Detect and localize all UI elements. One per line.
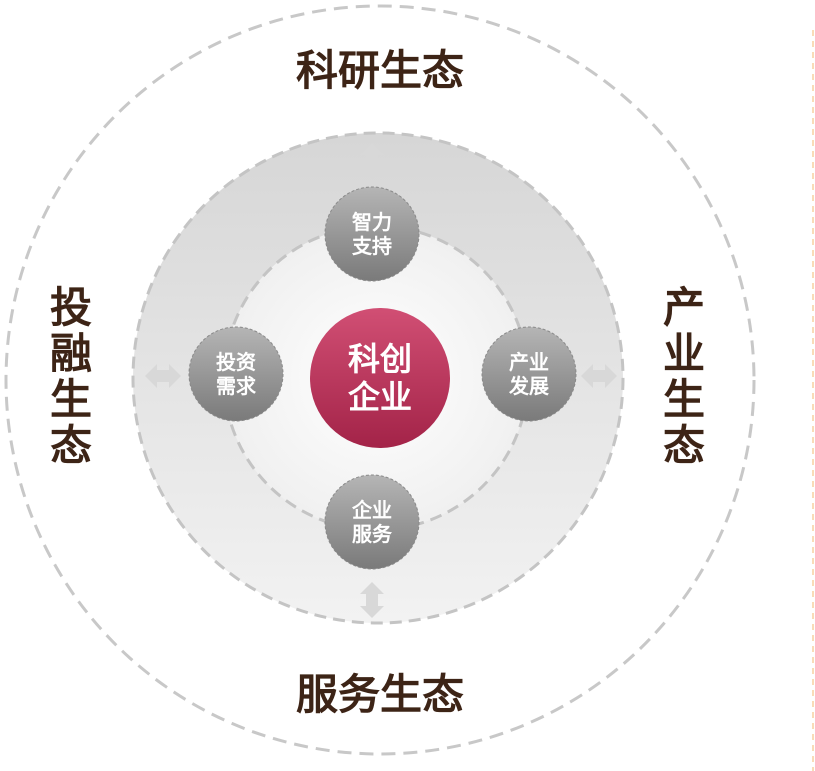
node-label: 智力支持 [352, 210, 392, 258]
node-label: 企业服务 [352, 498, 392, 546]
node-label: 投资需求 [216, 350, 256, 398]
center-node: 科创企业 [310, 308, 450, 448]
arrows [145, 143, 617, 618]
label-research-ecosystem: 科研生态 [295, 46, 464, 95]
label-finance-ecosystem: 投融生态 [49, 283, 92, 470]
arrow-top-icon [360, 143, 384, 179]
node-label: 产业发展 [509, 350, 549, 398]
node-industry-development: 产业发展 [482, 327, 576, 421]
node-enterprise-services: 企业服务 [325, 475, 419, 569]
node-investment-demand: 投资需求 [189, 327, 283, 421]
center-label: 科创企业 [347, 339, 412, 416]
label-service-ecosystem: 服务生态 [295, 670, 464, 719]
arrow-right-icon [581, 364, 617, 388]
outer-ring [4, 4, 756, 756]
arrow-bottom-icon [360, 582, 384, 618]
label-industry-ecosystem: 产业生态 [662, 283, 705, 470]
arrow-left-icon [145, 364, 181, 388]
node-intellectual-support: 智力支持 [325, 187, 419, 281]
